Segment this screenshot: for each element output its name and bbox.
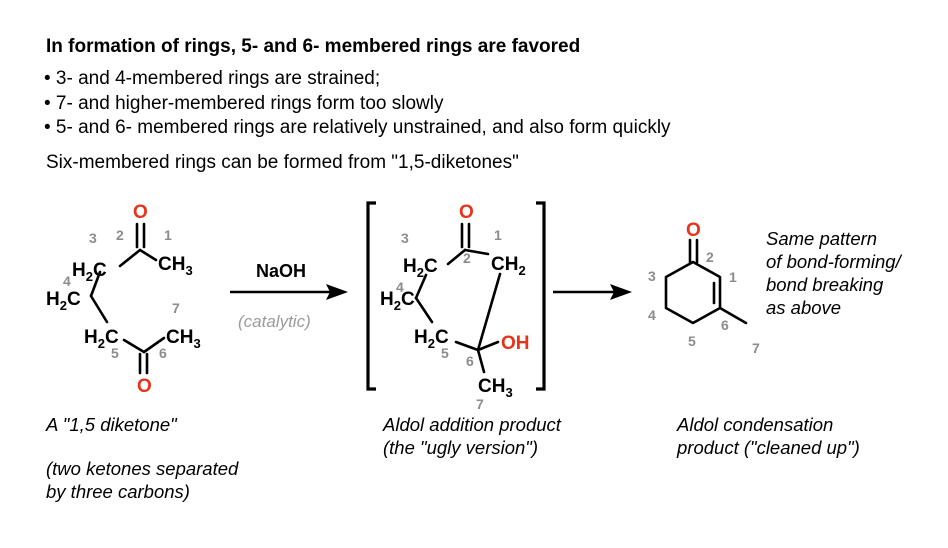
- caption-aldol-addition-2: (the "ugly version"): [383, 437, 539, 458]
- bond-c3-c4: [89, 270, 102, 298]
- lead-text: Six-membered rings can be formed from "1…: [46, 152, 519, 173]
- oxygen-carbonyl: O: [459, 202, 474, 223]
- bullet-favored: • 5- and 6- membered rings are relativel…: [44, 117, 671, 138]
- locant-1: 1: [164, 227, 172, 243]
- locant-4: 4: [648, 307, 656, 323]
- bullet-slow: • 7- and higher-membered rings form too …: [44, 93, 444, 114]
- locant-6: 6: [721, 317, 729, 333]
- reagent-naoh: NaOH: [256, 261, 306, 281]
- oxygen-bottom: O: [137, 376, 152, 397]
- bond-c3-c2: [118, 248, 142, 268]
- ch2-c4: H2C: [380, 289, 415, 313]
- bond-c5-c6: [454, 340, 480, 352]
- bond-c4-c5: [414, 296, 434, 324]
- ch3-c7: CH3: [166, 327, 201, 351]
- note-line-2: of bond-forming/: [766, 251, 901, 272]
- bond-c2-c1: [138, 248, 158, 262]
- locant-6: 6: [466, 353, 474, 369]
- ch2-c5: H2C: [414, 327, 449, 351]
- caption-diketone-note-2: by three carbons): [46, 481, 190, 502]
- locant-1: 1: [494, 227, 502, 243]
- ch2-c5: H2C: [84, 327, 119, 351]
- bond-c4-c5: [89, 294, 109, 324]
- oxygen-carbonyl: O: [686, 220, 701, 241]
- bond-c6-methyl: [718, 306, 748, 325]
- locant-2: 2: [463, 250, 471, 266]
- locant-7: 7: [172, 300, 180, 316]
- aldol-addition-structure: O H2C CH2 H2C H2C OH CH3 1 2 3 4 5 6 7: [380, 202, 530, 412]
- bracket-right: [536, 201, 546, 391]
- ch3-c7: CH3: [478, 376, 513, 400]
- caption-diketone-note-1: (two ketones separated: [46, 458, 239, 479]
- ring: [664, 260, 722, 325]
- locant-6: 6: [159, 345, 167, 361]
- hydroxyl-group: OH: [501, 333, 530, 354]
- locant-1: 1: [729, 269, 737, 285]
- locant-2: 2: [116, 227, 124, 243]
- bond-c6-oh: [476, 340, 500, 352]
- arrow-head: [610, 284, 632, 300]
- ch3-c1: CH3: [158, 254, 193, 278]
- note-line-1: Same pattern: [766, 228, 878, 249]
- oxygen-top: O: [133, 202, 148, 223]
- bond-c6-c7: [142, 336, 166, 354]
- note-line-4: as above: [766, 297, 842, 318]
- reagent-condition: (catalytic): [238, 312, 311, 331]
- ch2-c3: H2C: [72, 260, 107, 284]
- arrow-head: [326, 284, 348, 300]
- bracket-left: [366, 201, 376, 391]
- cyclohexenone-structure: O 1 2 3 4 5 6 7: [648, 220, 760, 356]
- bond-c3-c4: [414, 273, 428, 300]
- ch2-c3: H2C: [403, 256, 438, 280]
- locant-5: 5: [111, 345, 119, 361]
- caption-aldol-condensation-2: product ("cleaned up"): [677, 437, 860, 458]
- bond-c1-c6-new: [476, 272, 502, 352]
- locant-5: 5: [688, 333, 696, 349]
- bond-c6-c7: [476, 348, 486, 374]
- bullet-strained: • 3- and 4-membered rings are strained;: [44, 68, 381, 89]
- locant-7: 7: [752, 340, 760, 356]
- caption-aldol-addition-1: Aldol addition product: [383, 414, 561, 435]
- locant-7: 7: [476, 396, 484, 412]
- bond-c3-c2: [446, 248, 467, 266]
- locant-4: 4: [396, 279, 404, 295]
- locant-4: 4: [63, 273, 71, 289]
- ch2-c1: CH2: [491, 254, 526, 278]
- condensation-arrow: [553, 284, 632, 300]
- caption-aldol-condensation-1: Aldol condensation: [677, 414, 834, 435]
- locant-3: 3: [401, 230, 409, 246]
- reaction-arrow: [230, 284, 348, 300]
- diketone-structure: O H2C CH3 H2C H2C CH3 O 1 2 3 4 5 6 7: [46, 202, 201, 397]
- locant-2: 2: [706, 249, 714, 265]
- ch2-c4: H2C: [46, 289, 81, 313]
- bond-c5-c6: [122, 338, 146, 354]
- caption-diketone: A "1,5 diketone": [46, 414, 177, 435]
- page-title: In formation of rings, 5- and 6- membere…: [46, 36, 581, 57]
- note-line-3: bond breaking: [766, 274, 884, 295]
- bond-c2-c1: [463, 248, 490, 256]
- locant-5: 5: [441, 345, 449, 361]
- locant-3: 3: [89, 230, 97, 246]
- locant-3: 3: [648, 268, 656, 284]
